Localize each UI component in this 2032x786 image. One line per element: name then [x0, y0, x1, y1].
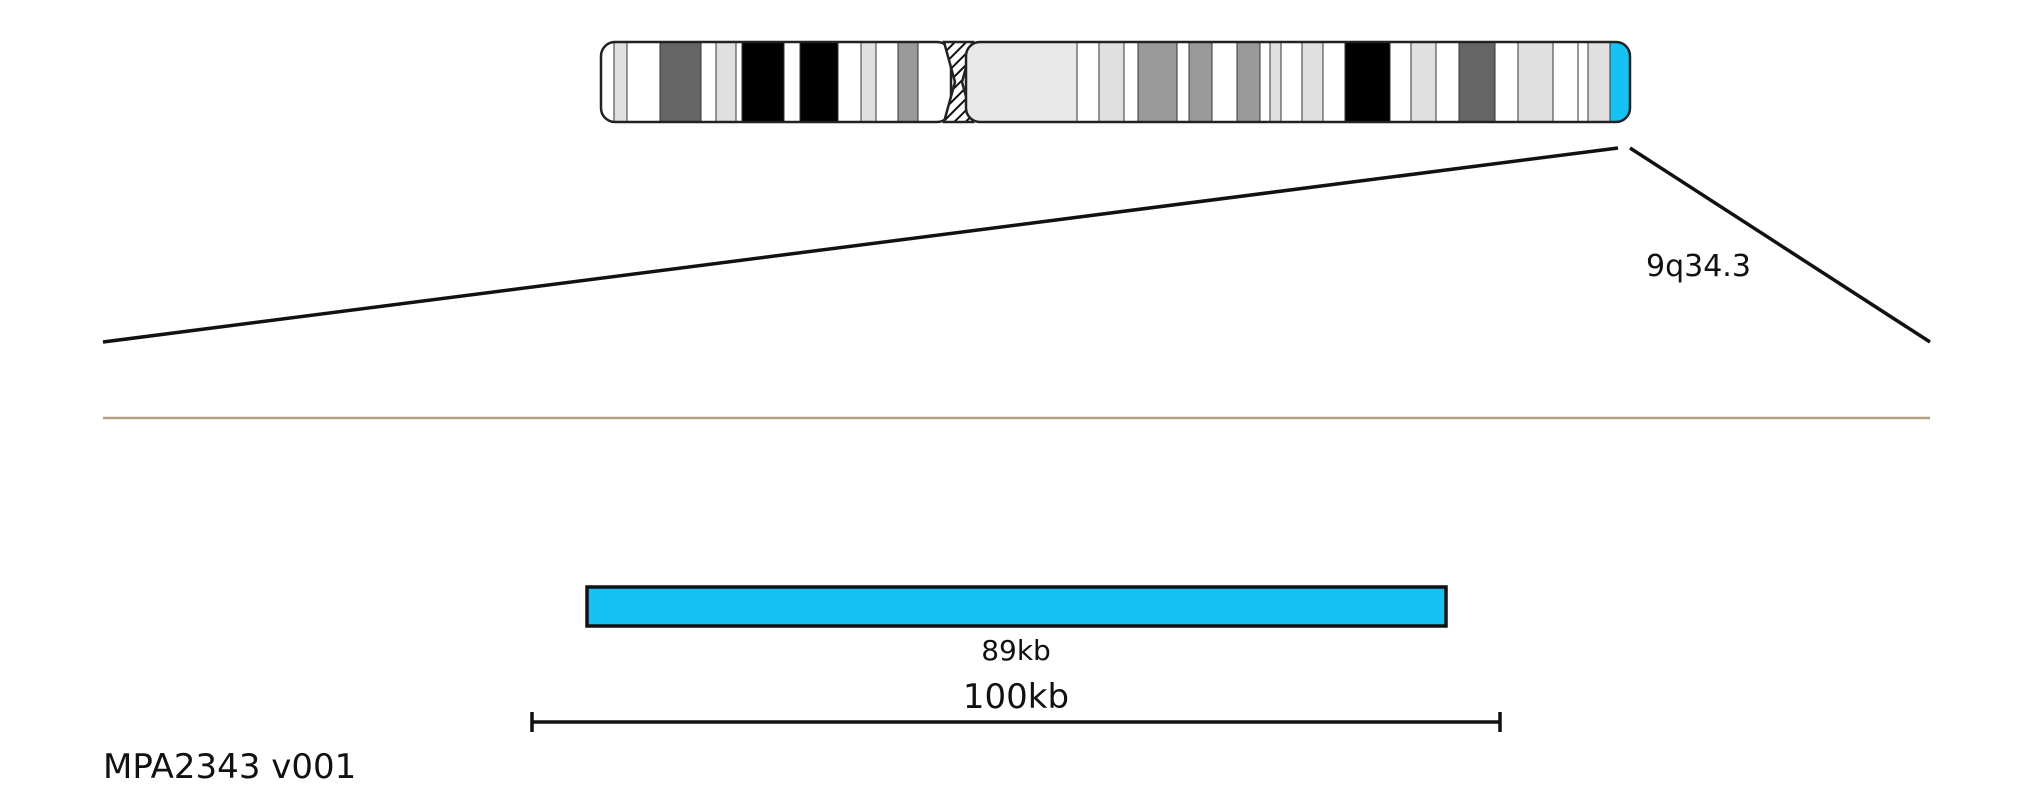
p-arm-band-1 — [601, 42, 615, 122]
band-label: 9q34.3 — [1646, 249, 1751, 284]
q-arm-band-2 — [1076, 42, 1100, 122]
probe-size-label: 89kb — [981, 634, 1051, 667]
q-arm-band-14 — [1322, 42, 1346, 122]
q-arm-outline — [964, 40, 1632, 124]
p-arm-band-3 — [626, 42, 661, 122]
p-arm-band-14 — [897, 42, 919, 122]
q-arm-band-7 — [1188, 42, 1213, 122]
p-arm-band-8 — [741, 42, 785, 122]
scale-bar-label: 100kb — [963, 677, 1069, 717]
q-arm-band-17 — [1410, 42, 1437, 122]
p-arm-band-4 — [659, 42, 702, 122]
q-arm-band-18 — [1435, 42, 1460, 122]
p-arm-bands — [601, 42, 951, 122]
q-arm-band-16 — [1389, 42, 1412, 122]
q-arm-band-4 — [1123, 42, 1139, 122]
q-arm-band-13 — [1301, 42, 1324, 122]
q-arm-bands — [966, 42, 1630, 122]
q-arm-band-22 — [1552, 42, 1579, 122]
p-arm-band-13 — [875, 42, 899, 122]
p-arm-band-11 — [837, 42, 862, 122]
q-arm-band-8 — [1211, 42, 1238, 122]
zoom-line-left — [102, 146, 1619, 344]
product-code: MPA2343 v001 — [103, 747, 356, 786]
p-arm-band-12 — [860, 42, 877, 122]
q-arm-band-3 — [1098, 42, 1125, 122]
probe-bar — [585, 585, 1448, 628]
q-arm-band-11 — [1269, 42, 1282, 122]
q-arm-band-21 — [1517, 42, 1554, 122]
q-arm-band-1 — [966, 42, 1078, 122]
zoom-line-right — [1629, 146, 1931, 344]
q-arm-band-6 — [1176, 42, 1190, 122]
q-arm-band-10 — [1259, 42, 1271, 122]
q-arm-band-9 — [1236, 42, 1261, 122]
p-arm-band-2 — [613, 42, 628, 122]
p-arm-band-10 — [799, 42, 839, 122]
p-arm-band-5 — [700, 42, 717, 122]
q-arm-band-15 — [1344, 42, 1391, 122]
p-arm-band-6 — [715, 42, 737, 122]
q-arm-band-19 — [1458, 42, 1496, 122]
scale-bar — [530, 712, 1502, 732]
p-arm-band-15 — [917, 42, 951, 122]
q-arm-band-5 — [1137, 42, 1178, 122]
q-arm-band-20 — [1494, 42, 1519, 122]
p-arm-outline — [599, 40, 953, 124]
q-arm-band-23 — [1577, 42, 1589, 122]
q-arm-band-25 — [1609, 42, 1630, 122]
chromosome-ideogram — [599, 40, 1632, 124]
q-arm-band-12 — [1280, 42, 1303, 122]
q-arm-band-24 — [1587, 42, 1611, 122]
p-arm-band-9 — [783, 42, 801, 122]
p-arm-band-7 — [735, 42, 743, 122]
